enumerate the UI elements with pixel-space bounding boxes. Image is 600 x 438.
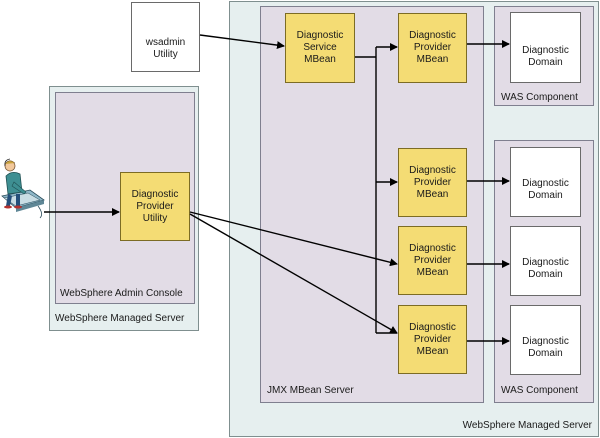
diagnostic-provider-mbean-4: Diagnostic Provider MBean (398, 305, 467, 374)
wsadmin-utility-label: wsadmin Utility (145, 37, 186, 60)
diagnostic-provider-mbean-3: Diagnostic Provider MBean (398, 226, 467, 295)
diagnostic-domain-1: Diagnostic Domain (510, 12, 581, 83)
admin-console-label: WebSphere Admin Console (60, 288, 183, 299)
arrow-utility-to-provider-3 (189, 211, 398, 267)
diagnostic-service-mbean: Diagnostic Service MBean (285, 13, 355, 83)
wsadmin-utility-box: wsadmin Utility (131, 2, 200, 72)
left-managed-server-label: WebSphere Managed Server (55, 313, 185, 324)
right-managed-server-label: WebSphere Managed Server (462, 420, 592, 431)
was-component-label: WAS Component (501, 92, 578, 103)
jmx-mbean-server-label: JMX MBean Server (267, 385, 354, 396)
was-component-label: WAS Component (501, 385, 578, 396)
user-at-computer-icon (1, 158, 45, 219)
diagnostic-domain-2: Diagnostic Domain (510, 147, 581, 217)
diagnostic-provider-mbean-2: Diagnostic Provider MBean (398, 148, 467, 217)
diagnostic-provider-mbean-1: Diagnostic Provider MBean (398, 13, 467, 83)
arrow-wsadmin-to-service (199, 34, 285, 50)
arrow-utility-to-provider-4 (189, 213, 398, 334)
diagnostic-provider-utility: Diagnostic Provider Utility (120, 172, 190, 241)
diagnostic-domain-4: Diagnostic Domain (510, 305, 581, 375)
diagnostic-domain-3: Diagnostic Domain (510, 226, 581, 296)
